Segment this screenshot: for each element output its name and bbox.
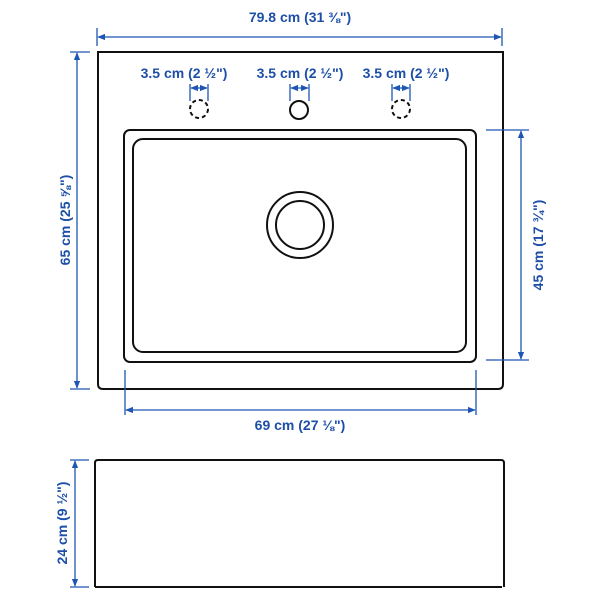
basin-outer-rim (123, 129, 477, 363)
drain-outer (266, 191, 334, 259)
basin-depth-label: 45 cm (17 ¾") (530, 200, 546, 291)
height-dimension: 24 cm (9 ½") (54, 459, 89, 588)
tap-hole-label: 3.5 cm (2 ½") (141, 65, 228, 81)
basin-inner (132, 138, 467, 353)
tap-hole-label: 3.5 cm (2 ½") (363, 65, 450, 81)
overall-width-dimension: 79.8 cm (31 ⅜") (96, 9, 503, 46)
side-view-outline (94, 459, 505, 588)
basin-depth-dimension: 45 cm (17 ¾") (486, 129, 546, 361)
overall-width-label: 79.8 cm (31 ⅜") (249, 9, 351, 25)
drain-inner (275, 200, 325, 250)
basin-width-dimension: 69 cm (27 ⅛") (124, 370, 477, 433)
height-label: 24 cm (9 ½") (54, 482, 70, 565)
tap-hole-right: 3.5 cm (2 ½") (363, 65, 450, 119)
tap-hole-left: 3.5 cm (2 ½") (141, 65, 228, 119)
tap-hole-label: 3.5 cm (2 ½") (257, 65, 344, 81)
overall-depth-label: 65 cm (25 ⅝") (57, 175, 73, 266)
countertop-outline (97, 51, 504, 390)
basin-width-label: 69 cm (27 ⅛") (255, 417, 346, 433)
tap-hole-center: 3.5 cm (2 ½") (257, 65, 344, 120)
overall-depth-dimension: 65 cm (25 ⅝") (57, 51, 90, 390)
